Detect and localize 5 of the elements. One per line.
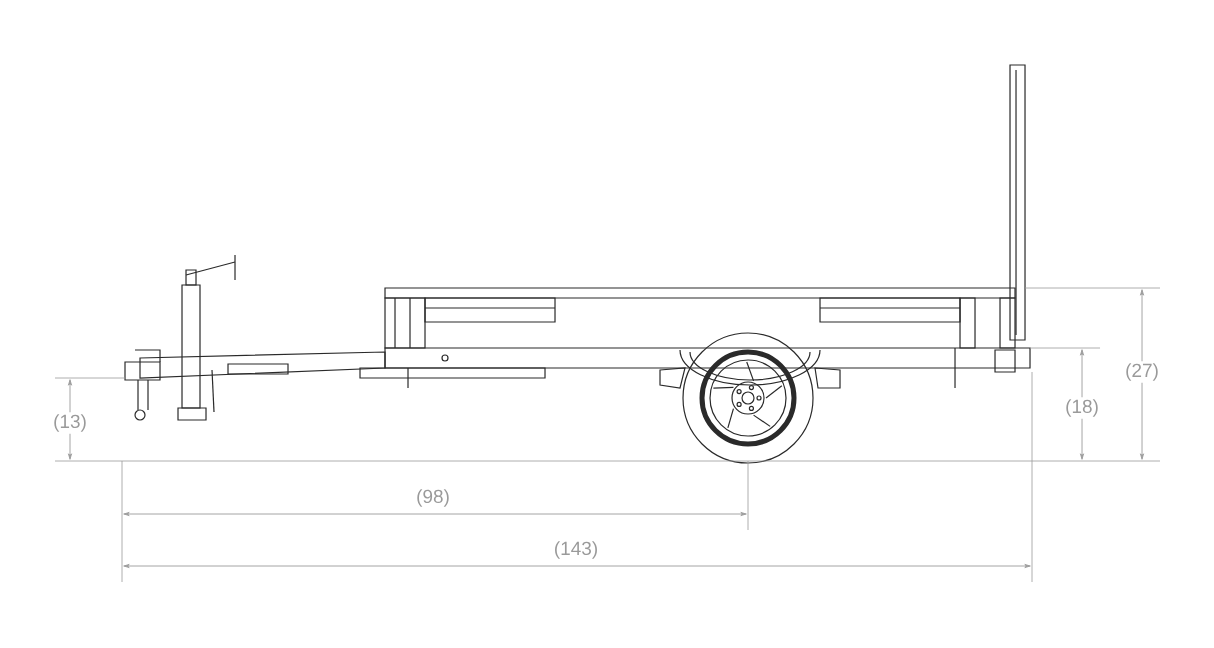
dimension-label: (18) xyxy=(1063,397,1101,419)
dimension-label: (98) xyxy=(414,487,452,509)
dimension-label: (143) xyxy=(551,539,601,561)
dimension-label: (27) xyxy=(1123,361,1161,383)
dimension-label: (13) xyxy=(51,412,89,434)
